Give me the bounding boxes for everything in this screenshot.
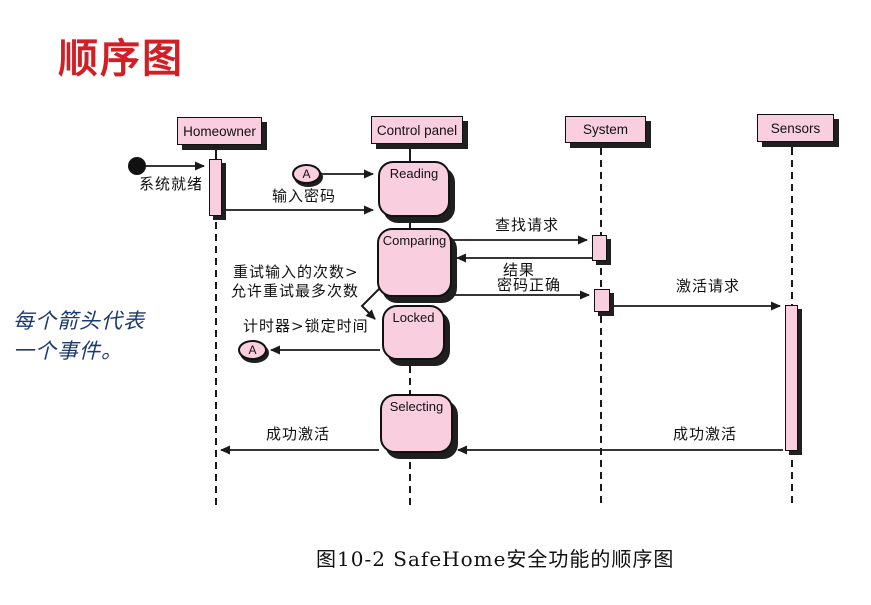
note-line-1: 每个箭头代表 xyxy=(13,309,145,333)
state-box-locked: Locked xyxy=(382,305,445,360)
actor-box-control-panel: Control panel xyxy=(371,116,463,144)
activation-bar-homeowner xyxy=(209,159,222,216)
actor-box-sensors: Sensors xyxy=(757,114,834,142)
state-box-selecting: Selecting xyxy=(380,394,453,453)
start-node xyxy=(128,157,146,175)
label-lookup-request: 查找请求 xyxy=(495,216,560,234)
connector-a-2: A xyxy=(238,340,267,360)
state-box-comparing: Comparing xyxy=(377,228,452,297)
label-activation-success-right: 成功激活 xyxy=(673,425,738,443)
actor-box-homeowner: Homeowner xyxy=(177,117,262,145)
label-activation-success-left: 成功激活 xyxy=(266,425,331,443)
connector-a-1: A xyxy=(292,164,321,184)
actor-box-system: System xyxy=(565,116,646,143)
label-retry-condition-2: 允许重试最多次数 xyxy=(231,282,360,300)
label-password-correct: 密码正确 xyxy=(497,276,562,294)
annotation-note: 每个箭头代表 一个事件。 xyxy=(13,306,145,366)
figure-caption: 图10-2 SafeHome安全功能的顺序图 xyxy=(316,547,675,571)
lifeline-ticks xyxy=(215,141,793,229)
label-activation-request: 激活请求 xyxy=(676,277,741,295)
label-retry-condition-1: 重试输入的次数> xyxy=(233,263,359,281)
label-system-ready: 系统就绪 xyxy=(139,175,204,193)
label-timer-condition: 计时器>锁定时间 xyxy=(243,317,369,335)
note-line-2: 一个事件。 xyxy=(13,339,123,363)
state-box-reading: Reading xyxy=(378,161,450,217)
label-result: 结果 xyxy=(503,261,536,279)
activation-bar-system-2 xyxy=(594,289,610,312)
activation-bar-system-1 xyxy=(592,235,607,261)
page-title: 顺序图 xyxy=(58,37,184,81)
label-enter-password: 输入密码 xyxy=(272,187,337,205)
activation-bar-sensors xyxy=(785,305,798,451)
arrow-retry-condition xyxy=(360,285,383,320)
